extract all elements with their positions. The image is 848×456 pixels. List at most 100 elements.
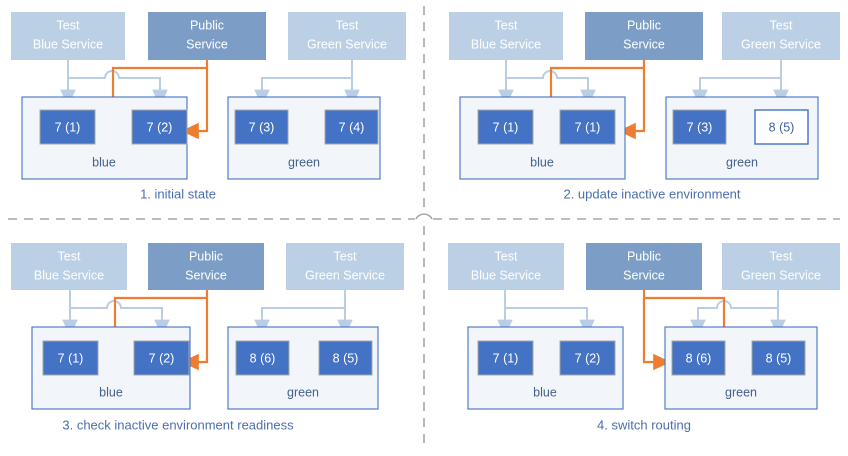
service-public-line1: Public (190, 18, 224, 32)
instance-label: 7 (3) (249, 120, 275, 134)
environment-blue-label: blue (530, 155, 554, 169)
panel-4: blue 7 (1) 7 (2) green 8 (6) 8 (5) Test … (448, 243, 840, 432)
instance-box[interactable] (131, 109, 188, 145)
instance-box[interactable] (234, 109, 289, 145)
divider-hop-arc (415, 213, 433, 220)
service-test-blue[interactable] (449, 12, 563, 60)
instance-label: 7 (2) (149, 351, 175, 365)
service-test-blue-line1: Test (58, 249, 81, 263)
routing-public-to-blue-inst2 (181, 298, 209, 371)
environment-green-label: green (288, 155, 320, 169)
service-test-blue-line2: Blue Service (471, 268, 541, 282)
service-test-blue-line2: Blue Service (34, 268, 104, 282)
instance-label: 7 (4) (339, 120, 365, 134)
connector-test-green-to-inst3 (254, 77, 352, 107)
panel-caption: 2. update inactive environment (563, 186, 740, 201)
service-test-blue-line2: Blue Service (33, 37, 103, 51)
service-test-green-line2: Green Service (307, 37, 387, 51)
instance-label: 7 (1) (493, 120, 519, 134)
panel-2-test-green-connectors (692, 60, 789, 107)
panel-caption: 4. switch routing (597, 417, 691, 432)
panel-2-test-blue-connectors (498, 60, 596, 107)
instance-box[interactable] (751, 340, 806, 376)
panel-caption: 1. initial state (140, 186, 216, 201)
environment-green-label: green (726, 155, 758, 169)
instance-label: 8 (5) (766, 351, 792, 365)
panel-1-test-green-connectors (254, 60, 360, 107)
instance-box[interactable] (42, 340, 99, 376)
service-test-blue-line1: Test (495, 249, 518, 263)
service-test-blue-line1: Test (57, 18, 80, 32)
service-public-line2: Service (186, 37, 228, 51)
panel-caption: 3. check inactive environment readiness (62, 417, 294, 432)
instance-label: 7 (2) (575, 351, 601, 365)
instance-box[interactable] (672, 109, 727, 145)
instance-label: 8 (5) (769, 120, 795, 134)
service-public-line2: Service (185, 268, 227, 282)
service-public-line1: Public (627, 249, 661, 263)
environment-blue-label: blue (533, 385, 557, 399)
service-public-line2: Service (623, 37, 665, 51)
service-public[interactable] (585, 12, 703, 60)
instance-box[interactable] (235, 340, 290, 376)
routing-public-to-blue-inst2 (618, 68, 646, 140)
instance-label: 7 (1) (55, 120, 81, 134)
service-public[interactable] (148, 243, 264, 290)
instance-label: 8 (6) (686, 351, 712, 365)
instance-label: 7 (1) (493, 351, 519, 365)
service-test-green-line2: Green Service (305, 268, 385, 282)
instance-box[interactable] (559, 340, 616, 376)
service-test-green-line1: Test (334, 249, 357, 263)
connector-test-green-to-inst3 (692, 77, 781, 107)
instance-box[interactable] (671, 340, 726, 376)
service-test-green-line2: Green Service (741, 37, 821, 51)
panel-4-test-blue-connectors (497, 290, 595, 337)
service-test-green[interactable] (722, 243, 840, 290)
service-public-line1: Public (189, 249, 223, 263)
instance-box[interactable] (559, 109, 616, 145)
service-test-green-line2: Green Service (741, 268, 821, 282)
instance-box[interactable] (477, 109, 534, 145)
service-public[interactable] (586, 243, 702, 290)
instance-box[interactable] (477, 340, 534, 376)
service-public[interactable] (148, 12, 266, 60)
service-public-line2: Service (623, 268, 665, 282)
routing-public-to-blue-inst2 (181, 68, 209, 140)
instance-box-pending[interactable] (754, 109, 809, 145)
connector-test-green-to-inst3 (254, 307, 345, 337)
connector-test-blue-to-inst2 (506, 70, 596, 107)
service-test-green[interactable] (286, 243, 404, 290)
instance-label: 8 (6) (250, 351, 276, 365)
instance-box[interactable] (324, 109, 379, 145)
instance-box[interactable] (318, 340, 373, 376)
service-test-blue[interactable] (11, 12, 125, 60)
environment-green-label: green (725, 385, 757, 399)
service-test-blue[interactable] (11, 243, 127, 290)
instance-label: 7 (3) (687, 120, 713, 134)
instance-label: 7 (2) (147, 120, 173, 134)
service-test-green-line1: Test (336, 18, 359, 32)
connector-test-blue-to-inst2 (505, 307, 595, 337)
service-test-green-line1: Test (770, 249, 793, 263)
service-test-green-line1: Test (770, 18, 793, 32)
service-test-green[interactable] (288, 12, 406, 60)
environment-green-label: green (287, 385, 319, 399)
service-test-blue-line2: Blue Service (471, 37, 541, 51)
service-test-green[interactable] (722, 12, 840, 60)
instance-label: 7 (1) (575, 120, 601, 134)
panel-3-test-green-connectors (254, 290, 353, 337)
instance-label: 7 (1) (58, 351, 84, 365)
instance-box[interactable] (39, 109, 96, 145)
routing-public-to-green-inst1 (642, 298, 671, 371)
panel-3: blue 7 (1) 7 (2) green 8 (6) 8 (5) Test … (11, 243, 404, 432)
panel-2: blue 7 (1) 7 (1) green 7 (3) 8 (5) Test … (449, 12, 840, 201)
instance-label: 8 (5) (333, 351, 359, 365)
environment-blue-label: blue (99, 385, 123, 399)
service-test-blue[interactable] (448, 243, 564, 290)
environment-blue-label: blue (92, 155, 116, 169)
instance-box[interactable] (133, 340, 190, 376)
panel-4-test-green-connectors (690, 290, 786, 337)
panel-1: blue 7 (1) 7 (2) green 7 (3) 7 (4) Test … (11, 12, 406, 201)
